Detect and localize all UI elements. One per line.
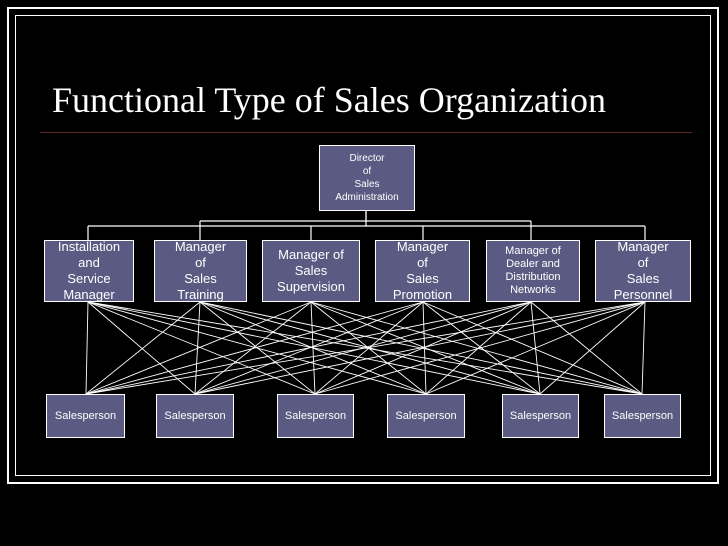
slide-title: Functional Type of Sales Organization	[52, 80, 607, 120]
mesh-line-3-5	[310, 301, 541, 395]
mesh-line-4-4	[422, 301, 427, 395]
manager-box-installation: Installation and Service Manager	[44, 240, 134, 302]
mesh-line-6-2	[194, 301, 646, 395]
director-box: Director of Sales Administration	[319, 145, 415, 211]
mesh-line-2-1	[85, 301, 201, 395]
salesperson-box-6: Salesperson	[604, 394, 681, 438]
manager-box-dealer: Manager of Dealer and Distribution Netwo…	[486, 240, 580, 302]
salesperson-box-1: Salesperson	[46, 394, 125, 438]
mesh-line-6-4	[425, 301, 646, 395]
title-divider	[40, 132, 692, 133]
mesh-line-3-3	[310, 301, 316, 395]
inner-frame	[15, 15, 711, 476]
mesh-line-5-1	[85, 301, 532, 395]
mesh-line-2-5	[199, 301, 541, 395]
salesperson-box-5: Salesperson	[502, 394, 579, 438]
mesh-line-3-1	[85, 301, 312, 395]
mesh-line-2-3	[199, 301, 316, 395]
mesh-line-1-3	[87, 301, 316, 395]
mesh-line-4-6	[422, 301, 643, 395]
mesh-line-5-3	[314, 301, 532, 395]
manager-box-personnel: Manager of Sales Personnel	[595, 240, 691, 302]
salesperson-box-2: Salesperson	[156, 394, 234, 438]
mesh-line-6-1	[85, 301, 646, 395]
outer-frame	[7, 7, 719, 484]
manager-box-promotion: Manager of Sales Promotion	[375, 240, 470, 302]
manager-salesperson-mesh	[85, 301, 646, 395]
mesh-line-6-5	[539, 301, 646, 395]
mesh-line-1-2	[87, 301, 196, 395]
mesh-line-4-1	[85, 301, 424, 395]
mesh-line-6-6	[641, 301, 646, 395]
salesperson-box-4: Salesperson	[387, 394, 465, 438]
salesperson-box-3: Salesperson	[277, 394, 354, 438]
mesh-line-4-3	[314, 301, 424, 395]
manager-box-supervision: Manager of Sales Supervision	[262, 240, 360, 302]
mesh-line-5-6	[530, 301, 643, 395]
mesh-line-1-1	[85, 301, 89, 395]
manager-box-training: Manager of Sales Training	[154, 240, 247, 302]
mesh-line-6-3	[314, 301, 646, 395]
